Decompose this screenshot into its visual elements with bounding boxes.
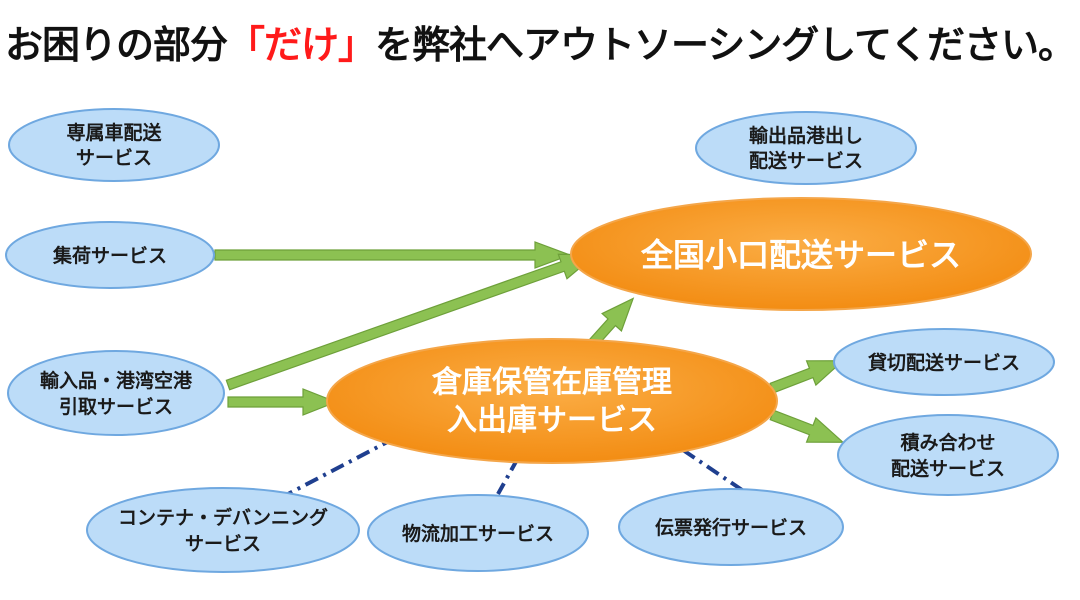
node-dedicated-truck: 専属車配送 サービス — [8, 108, 220, 182]
node-distribution-processing: 物流加工サービス — [367, 494, 589, 572]
node-import-port-line2: 引取サービス — [59, 396, 173, 418]
node-charter: 貸切配送サービス — [833, 328, 1055, 396]
arrow-warehouse-to-charter — [769, 360, 845, 394]
node-consolidated-line2: 配送サービス — [891, 457, 1005, 480]
node-slip-issuing: 伝票発行サービス — [618, 488, 844, 566]
node-nationwide-small-line1: 全国小口配送サービス — [640, 236, 961, 274]
node-export-port-line1: 輸出品港出し — [749, 124, 863, 147]
connector-slip-issuing — [681, 448, 747, 494]
node-charter-line1: 貸切配送サービス — [867, 351, 1020, 374]
node-dedicated-truck-line2: サービス — [76, 147, 152, 169]
arrow-import-to-warehouse — [227, 388, 338, 416]
node-dedicated-truck-line1: 専属車配送 — [66, 121, 162, 144]
node-consolidated: 積み合わせ 配送サービス — [837, 414, 1059, 496]
node-container-devanning-line2: サービス — [185, 533, 261, 555]
node-distribution-processing-line1: 物流加工サービス — [402, 522, 554, 545]
node-pickup: 集荷サービス — [5, 221, 215, 289]
node-export-port: 輸出品港出し 配送サービス — [695, 111, 917, 185]
connector-distribution-processing — [496, 457, 520, 495]
node-pickup-line1: 集荷サービス — [52, 244, 167, 267]
node-warehouse-line2: 入出庫サービス — [447, 403, 657, 438]
node-consolidated-line1: 積み合わせ — [900, 431, 995, 454]
connector-container-devanning — [287, 436, 396, 496]
node-container-devanning-line1: コンテナ・デバンニング — [118, 506, 328, 529]
arrow-warehouse-to-consolidated — [769, 409, 845, 443]
title-highlight: 「だけ」 — [227, 23, 376, 67]
page-title: お困りの部分「だけ」を弊社へアウトソーシングしてください。 — [0, 14, 1080, 69]
node-import-port: 輸入品・港湾空港 引取サービス — [7, 350, 225, 436]
title-suffix: を弊社へアウトソーシングしてください。 — [375, 23, 1076, 67]
node-slip-issuing-line1: 伝票発行サービス — [655, 516, 807, 539]
node-export-port-line2: 配送サービス — [749, 149, 863, 172]
node-nationwide-small: 全国小口配送サービス — [570, 197, 1032, 311]
title-prefix: お困りの部分 — [5, 23, 228, 67]
node-import-port-line1: 輸入品・港湾空港 — [40, 369, 193, 392]
arrow-pickup-to-nationwide — [214, 241, 572, 269]
dashed-connectors — [287, 436, 747, 496]
node-warehouse: 倉庫保管在庫管理 入出庫サービス — [326, 338, 778, 464]
node-warehouse-line1: 倉庫保管在庫管理 — [431, 365, 672, 400]
node-container-devanning: コンテナ・デバンニング サービス — [86, 487, 360, 573]
